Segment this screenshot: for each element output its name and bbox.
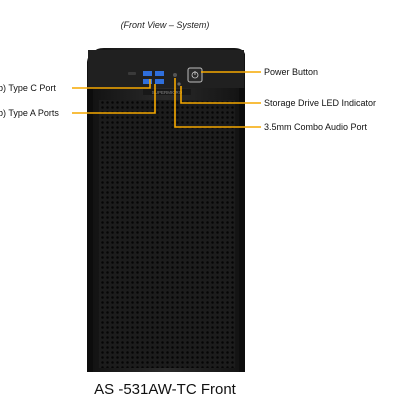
usb-a-port-4 <box>155 79 164 84</box>
audio-jack-icon <box>173 73 177 77</box>
storage-led-icon <box>177 82 181 86</box>
callout-audio-port: 3.5mm Combo Audio Port <box>264 122 368 132</box>
brand-label: SUPERMICRO <box>152 90 183 95</box>
front-mesh <box>99 100 235 368</box>
view-caption: (Front View – System) <box>120 20 210 30</box>
model-caption: AS -531AW-TC Front <box>94 381 236 398</box>
usb-c-port <box>128 72 136 75</box>
usb-a-port-1 <box>143 71 152 76</box>
callout-type-c: (3b) Type C Port <box>0 83 56 93</box>
usb-a-port-3 <box>143 79 152 84</box>
callout-line-type-c <box>72 79 151 89</box>
left-edge <box>87 88 93 372</box>
callout-line-type-a <box>72 84 156 114</box>
callout-power-button: Power Button <box>264 67 319 77</box>
callout-line-audio <box>174 78 261 128</box>
right-edge <box>239 88 245 372</box>
top-bezel <box>88 50 244 88</box>
callout-line-storage-led <box>180 86 261 104</box>
callout-storage-led: Storage Drive LED Indicator <box>264 98 377 108</box>
brand-plate <box>143 89 191 95</box>
usb-a-port-2 <box>155 71 164 76</box>
callout-type-a: (3b) Type A Ports <box>0 108 59 118</box>
